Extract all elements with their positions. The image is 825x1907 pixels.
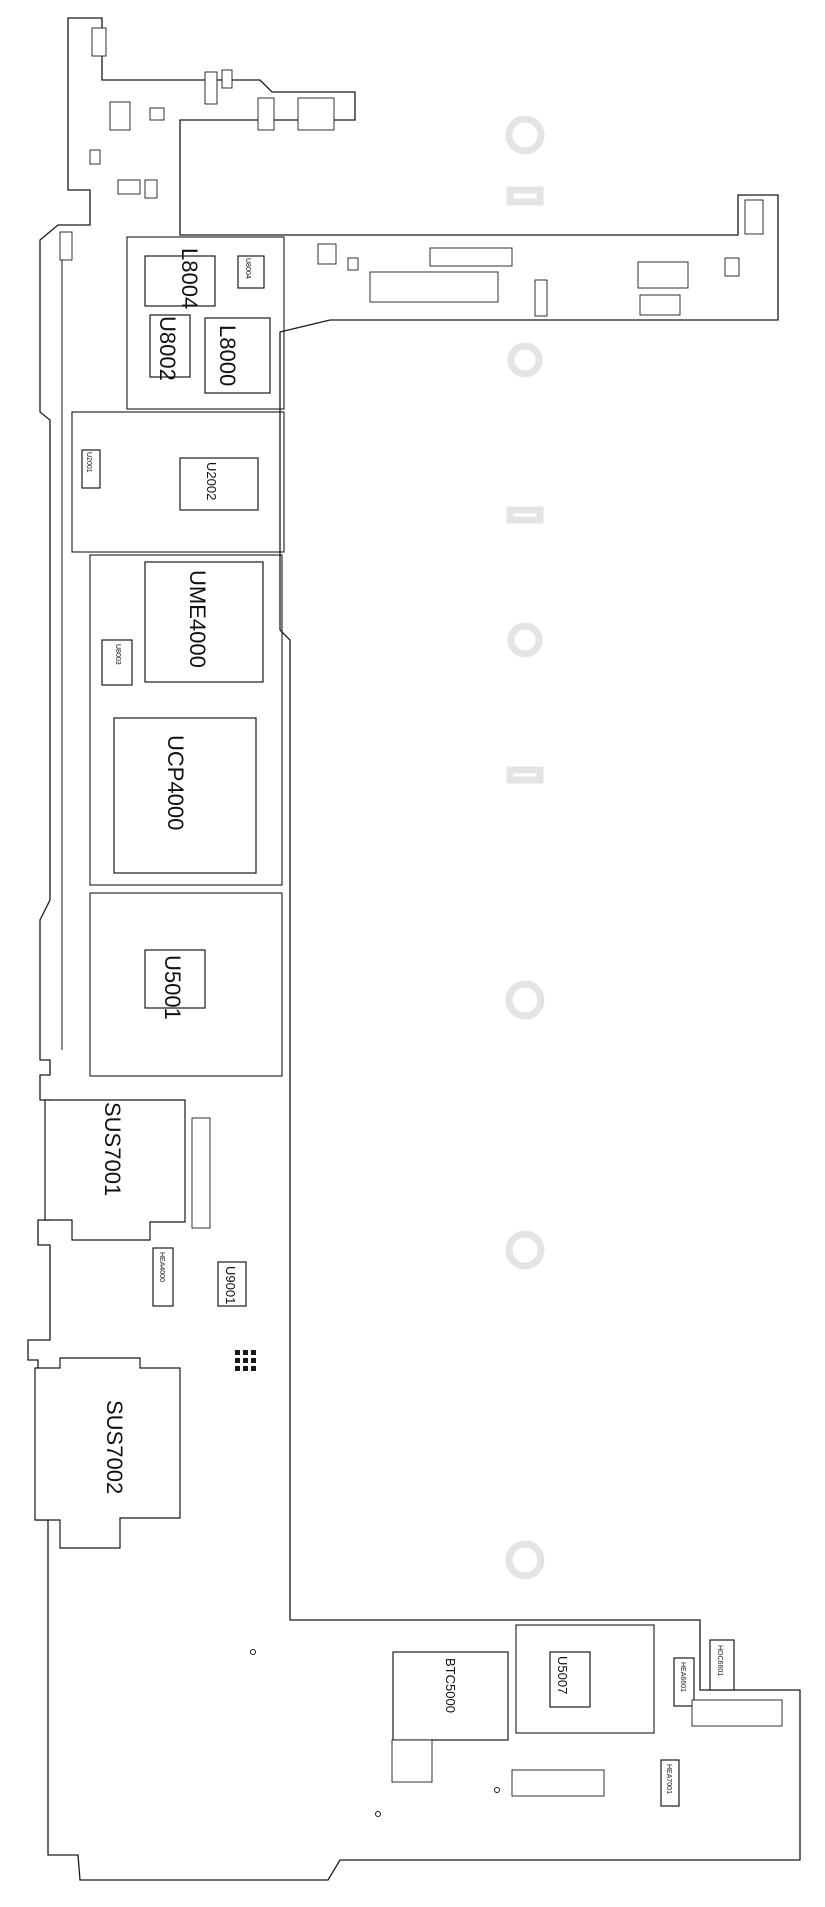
l8000-chip — [204, 317, 271, 394]
u5007-shield — [515, 1624, 655, 1734]
u2002-chip — [179, 457, 259, 511]
ume4000-label: UME4000 — [185, 570, 210, 668]
u8002-chip — [149, 314, 191, 378]
btc5000-label: BTC5000 — [443, 1658, 458, 1713]
btc5000-chip — [392, 1651, 509, 1741]
hoc6601-label: HOC6601 — [716, 1645, 723, 1676]
u2002-label: U2002 — [204, 462, 219, 500]
hea7001-label: HEA7001 — [665, 1764, 672, 1794]
via — [250, 1649, 256, 1655]
top-pad-cluster — [59, 27, 335, 261]
sus7001-pads — [191, 1117, 211, 1229]
ucp4000-label: UCP4000 — [163, 735, 188, 830]
hea6601-label: HEA6601 — [679, 1662, 686, 1692]
l8004-chip — [144, 255, 216, 307]
l8000-label: L8000 — [215, 325, 240, 386]
l8004-label: L8004 — [177, 248, 202, 309]
u5001-label: U5001 — [160, 955, 185, 1020]
u9001-label: U9001 — [223, 1266, 238, 1304]
u8003-label: U8003 — [114, 644, 121, 665]
cpu-shield — [89, 554, 283, 886]
u8004-label: U8004 — [244, 258, 251, 279]
u5007-chip — [549, 1651, 591, 1708]
sus7001-connector — [44, 1099, 186, 1241]
u8003-chip — [101, 639, 133, 686]
hea4000-pad — [152, 1247, 174, 1307]
sus7001-label: SUS7001 — [100, 1102, 125, 1196]
bottom-pad-row — [691, 1699, 783, 1727]
bottom-pad — [511, 1769, 605, 1797]
sus7002-connector — [34, 1357, 181, 1549]
u5001-chip — [144, 949, 206, 1009]
watermark — [505, 115, 545, 1580]
via — [375, 1811, 381, 1817]
u2001-label: U2001 — [85, 452, 92, 473]
ume4000-chip — [144, 561, 264, 683]
u2002-shield — [71, 411, 285, 553]
u5007-label: U5007 — [555, 1656, 570, 1694]
u9001-chip — [217, 1261, 247, 1307]
u2001-chip — [81, 449, 101, 489]
grid-pads — [235, 1350, 256, 1371]
u8004-chip — [237, 255, 265, 289]
hea7001-pad — [660, 1759, 680, 1807]
via — [494, 1787, 500, 1793]
right-top-pads — [317, 199, 764, 317]
ucp4000-chip — [113, 717, 257, 874]
hoc6601-pad — [709, 1639, 735, 1691]
sus7002-label: SUS7002 — [102, 1400, 127, 1494]
u8002-label: U8002 — [155, 316, 180, 381]
power-shield — [126, 236, 285, 410]
hea4000-label: HEA4000 — [158, 1252, 165, 1282]
bottom-left-pads — [391, 1739, 433, 1783]
u5001-shield — [89, 892, 283, 1077]
hea6601-pad — [673, 1657, 695, 1707]
